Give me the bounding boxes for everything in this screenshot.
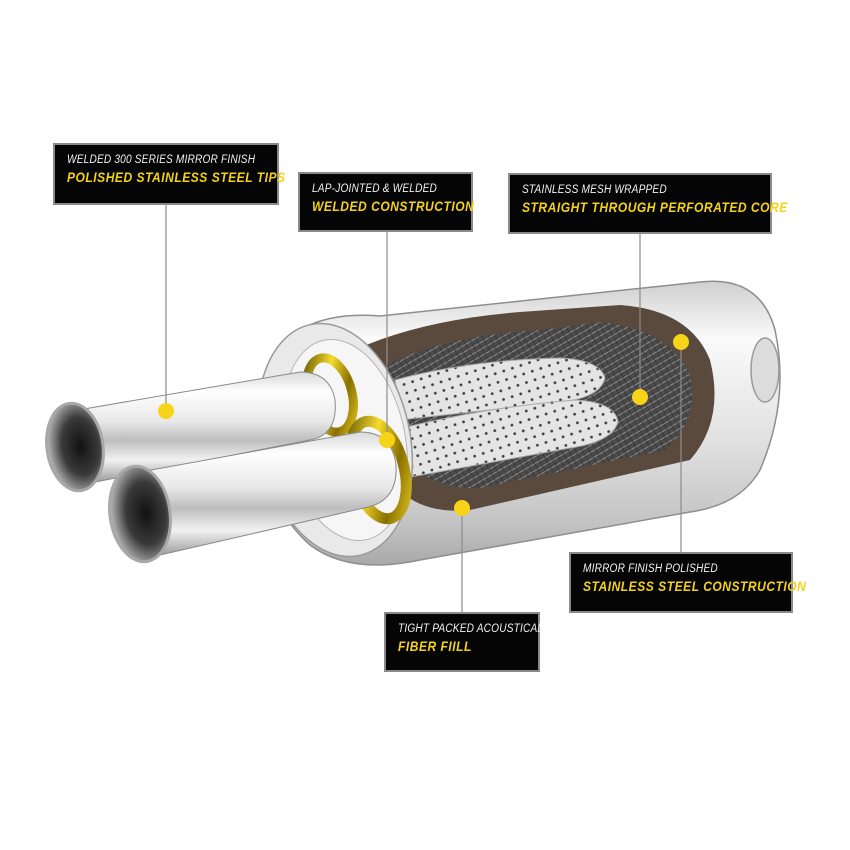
callout-welded: LAP-JOINTED & WELDED WELDED CONSTRUCTION — [298, 172, 475, 232]
callout-body: MIRROR FINISH POLISHED STAINLESS STEEL C… — [569, 552, 807, 613]
callout-body-line1: MIRROR FINISH POLISHED — [583, 563, 718, 575]
callout-body-line2: STAINLESS STEEL CONSTRUCTION — [583, 578, 807, 594]
callout-welded-line2: WELDED CONSTRUCTION — [312, 198, 475, 214]
callout-fiber: TIGHT PACKED ACOUSTICAL FIBER FIILL — [384, 612, 544, 672]
callout-core-line2: STRAIGHT THROUGH PERFORATED CORE — [522, 199, 788, 215]
callout-fiber-line2: FIBER FIILL — [398, 638, 472, 654]
callout-tips: WELDED 300 SERIES MIRROR FINISH POLISHED… — [53, 143, 286, 205]
callout-fiber-line1: TIGHT PACKED ACOUSTICAL — [398, 623, 544, 635]
callout-dots — [158, 334, 689, 516]
leader-lines — [165, 204, 682, 613]
callout-core: STAINLESS MESH WRAPPED STRAIGHT THROUGH … — [508, 173, 788, 234]
callout-tips-line2: POLISHED STAINLESS STEEL TIPS — [67, 169, 286, 185]
callout-welded-line1: LAP-JOINTED & WELDED — [312, 183, 437, 195]
callout-tips-line1: WELDED 300 SERIES MIRROR FINISH — [67, 154, 256, 166]
callout-core-line1: STAINLESS MESH WRAPPED — [522, 184, 667, 196]
